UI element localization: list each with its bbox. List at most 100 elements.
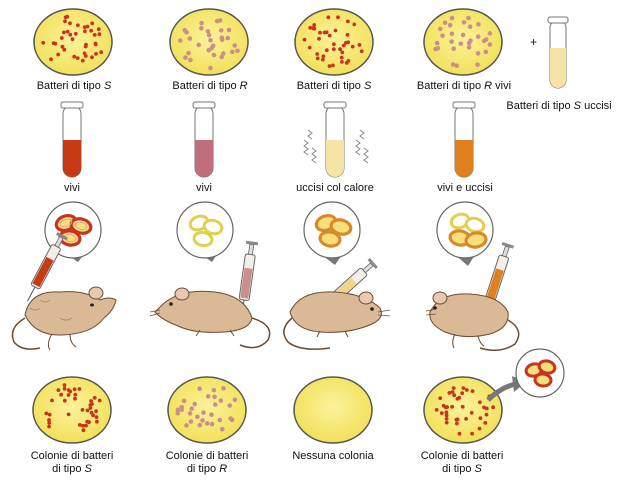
colony-s-dot	[90, 21, 95, 26]
colony-s-dot	[454, 417, 459, 422]
colony-r-dot	[467, 24, 473, 30]
colony-s-dot	[478, 400, 482, 405]
colony-r-dot	[460, 32, 466, 38]
colony-r-dot	[451, 46, 457, 51]
colony-s-dot	[73, 392, 78, 397]
colony-s-dot	[59, 36, 64, 40]
colony-r-dot	[206, 32, 212, 38]
colony-s-dot	[62, 398, 67, 403]
colony-s-dot	[88, 406, 93, 410]
colony-r-dot	[454, 63, 460, 68]
colony-s-dot	[460, 391, 465, 396]
colony-s-dot	[336, 15, 340, 20]
colony-s-dot	[72, 54, 77, 59]
colony-r-dot	[209, 46, 214, 51]
colony-s-dot	[94, 409, 98, 414]
colony-r-dot	[211, 52, 217, 58]
colony-s-dot	[333, 28, 338, 33]
colony-s-dot	[63, 19, 67, 24]
colony-s-dot	[82, 51, 87, 56]
colony-s-dot	[461, 386, 466, 390]
label-top-col4: Batteri di tipo R vivi	[416, 80, 512, 92]
colony-r-dot	[196, 42, 201, 48]
colony-r-dot	[213, 402, 218, 407]
label-bottom-col3: Nessuna colonia	[292, 450, 374, 462]
colony-s-dot	[469, 410, 474, 415]
colony-r-dot	[195, 414, 200, 420]
colony-r-dot	[461, 20, 467, 25]
tube-live-s	[60, 101, 84, 178]
colony-s-dot	[97, 398, 102, 403]
label-top-col2: Batteri di tipo R	[172, 80, 248, 92]
colony-r-dot	[450, 62, 456, 67]
colony-r-dot	[440, 33, 445, 39]
colony-s-dot	[320, 57, 325, 62]
plus-sign: +	[530, 35, 537, 49]
colony-s-dot	[51, 41, 56, 45]
colony-s-dot	[95, 419, 99, 424]
colony-s-dot	[92, 33, 97, 37]
colony-r-dot	[175, 407, 181, 413]
colony-s-dot	[464, 388, 469, 392]
colony-s-dot	[315, 52, 320, 56]
colony-s-dot	[85, 408, 90, 413]
colony-r-dot	[188, 57, 193, 63]
tube-live-r	[192, 101, 216, 178]
colony-r-dot	[447, 23, 453, 28]
colony-r-dot	[433, 46, 438, 52]
colony-s-dot	[317, 36, 321, 41]
colony-s-dot	[82, 25, 87, 30]
colony-r-dot	[208, 37, 213, 43]
colony-s-dot	[344, 61, 349, 65]
colony-s-dot	[47, 421, 52, 425]
colony-r-dot	[483, 49, 489, 55]
colony-s-dot	[470, 431, 474, 436]
colony-r-dot	[218, 28, 224, 33]
colony-r-dot	[235, 48, 240, 54]
label-top-col3: Batteri di tipo S	[296, 80, 372, 92]
colony-s-dot	[44, 411, 49, 416]
tube-killed-s-extra	[547, 16, 569, 89]
colony-s-dot	[478, 416, 483, 421]
colony-s-dot	[444, 420, 449, 425]
colony-s-dot	[68, 21, 72, 26]
colony-r-dot	[221, 386, 226, 391]
colony-s-dot	[62, 30, 66, 35]
colony-s-dot	[68, 32, 73, 37]
tube-heat-killed-s	[323, 101, 347, 178]
colony-r-dot	[219, 35, 225, 40]
label-top-col1: Batteri di tipo S	[36, 80, 112, 92]
colony-s-dot	[340, 60, 344, 64]
plate-result-empty-3	[293, 376, 373, 444]
colony-s-dot	[483, 421, 488, 425]
colony-s-dot	[345, 32, 350, 37]
colony-s-dot	[81, 423, 85, 428]
colony-r-dot	[217, 18, 223, 23]
colony-s-dot	[327, 33, 332, 38]
colony-r-dot	[449, 15, 455, 21]
colony-r-dot	[449, 31, 455, 37]
colony-s-dot	[84, 423, 88, 428]
colony-s-dot	[94, 52, 98, 56]
colony-s-dot	[63, 15, 68, 20]
colony-s-dot	[59, 392, 63, 397]
colony-s-dot	[80, 408, 85, 412]
colony-s-dot	[308, 25, 313, 30]
colony-s-dot	[56, 388, 61, 392]
label-extra-tube: Batteri di tipo S uccisi	[506, 100, 612, 112]
colony-s-dot	[62, 47, 67, 52]
colony-s-dot	[491, 405, 495, 410]
label-tube-col4: vivi e uccisi	[437, 182, 493, 194]
mouse-alive-3	[283, 291, 391, 350]
colony-r-dot	[466, 40, 472, 46]
colony-s-dot	[66, 393, 71, 397]
colony-r-dot	[449, 39, 454, 44]
colony-s-dot	[85, 24, 90, 29]
colony-r-dot	[212, 394, 217, 400]
colony-s-dot	[464, 417, 468, 421]
colony-s-dot	[444, 410, 449, 415]
colony-s-dot	[332, 42, 336, 47]
colony-s-dot	[65, 29, 70, 34]
plate-s-for-heat-top	[294, 8, 374, 76]
colony-r-dot	[228, 416, 233, 421]
